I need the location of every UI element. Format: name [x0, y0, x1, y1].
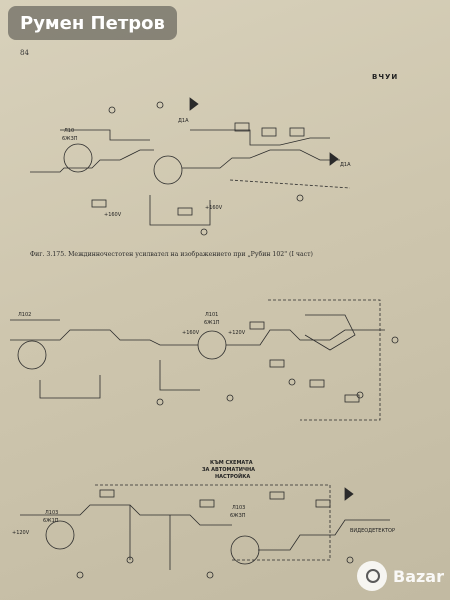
schem3-label-tube2-type: 6Ж3П — [230, 513, 246, 519]
schem3-label-tube1-type: 6Ж1П — [43, 518, 59, 524]
schem2-label-supply1: +160V — [182, 330, 200, 336]
watermark: Bazar — [357, 558, 444, 594]
schem1-label-supply1: +160V — [104, 212, 122, 218]
schem1-label-diode2: Д1А — [340, 162, 351, 168]
schem1-label-tube1: Л10 — [64, 128, 75, 134]
schem3-label-tube2: Л103 — [232, 505, 246, 511]
schem2-label-tube-left: Л102 — [18, 312, 32, 318]
schem3-label-heading3: НАСТРОЙКА — [215, 474, 251, 480]
schem3-label-detector: ВИДЕОДЕТЕКТОР — [350, 528, 396, 534]
seller-name-overlay: Румен Петров — [8, 6, 177, 40]
schem2-label-tube: Л101 — [205, 312, 219, 318]
schem2-label-tube-type: 6Ж1П — [204, 320, 220, 326]
schem1-label-tube1-type: 6Ж3П — [62, 136, 78, 142]
watermark-text: Bazar — [393, 566, 444, 586]
schem1-label-diode1: Д1А — [178, 118, 189, 124]
schem3-label-heading2: ЗА АВТОМАТИЧНА — [202, 467, 256, 473]
bazar-logo-icon — [357, 561, 387, 591]
section-code: ВЧУИ — [372, 73, 399, 81]
figure-caption: Фиг. 3.175. Междинночестотен усилвател н… — [30, 251, 313, 258]
schem3-label-heading1: КЪМ СХЕМАТА — [210, 460, 253, 466]
schem2-label-supply2: +120V — [228, 330, 246, 336]
schem3-label-supply: +120V — [12, 530, 30, 536]
schem1-label-supply2: +160V — [205, 205, 223, 211]
schem3-label-tube1: Л103 — [45, 510, 59, 516]
page-number: 84 — [20, 49, 29, 57]
